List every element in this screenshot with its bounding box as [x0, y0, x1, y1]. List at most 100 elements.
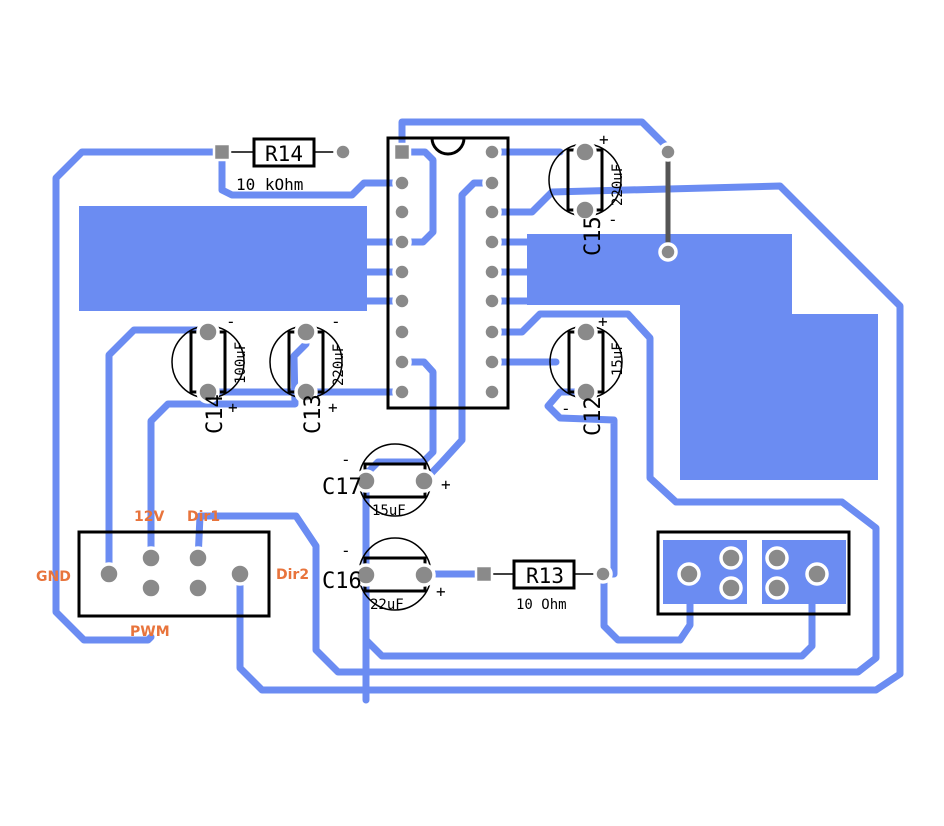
capacitor-pad [573, 140, 597, 164]
resistor-value-label: 10 Ohm [516, 597, 567, 613]
connector-label-pwm: PWM [130, 624, 170, 640]
connector-pin-pwm [139, 576, 163, 600]
jumper-pad [658, 242, 678, 262]
capacitor-pad [412, 469, 436, 493]
capacitor-minus: - [341, 541, 351, 560]
ic-socket [386, 136, 510, 410]
copper-pour-left [79, 206, 367, 311]
connector-pin [805, 562, 829, 586]
trace [544, 388, 618, 578]
capacitor-ref-label: C14 [203, 394, 228, 434]
capacitor-plus: + [599, 130, 609, 149]
ic-pin [482, 142, 502, 162]
connector-pin-dir1 [186, 546, 210, 570]
trace [194, 310, 880, 676]
capacitor-minus: - [561, 399, 571, 418]
trace [236, 182, 904, 694]
ic-pin [392, 262, 412, 282]
capacitor-c13: 220uF C13 - + [269, 312, 347, 434]
ic-pin [482, 352, 502, 372]
capacitor-value-label: 220uF [331, 344, 347, 386]
capacitor-c16: C16 22uF - + [322, 537, 446, 613]
capacitor-value-label: 22uF [370, 597, 404, 613]
connector-pin-12v [139, 546, 163, 570]
ic-pin-1 [392, 142, 412, 162]
connector-pin-dir2 [228, 562, 252, 586]
capacitor-c17: C17 15uF - + [322, 443, 451, 519]
connector-label-12v: 12V [134, 509, 164, 525]
ic-pin [392, 202, 412, 222]
resistor-pad [333, 142, 353, 162]
capacitor-pad [574, 320, 598, 344]
connector-header: GND 12V Dir1 Dir2 PWM [36, 509, 309, 640]
connector-pin [186, 576, 210, 600]
capacitor-value-label: 220uF [610, 164, 626, 206]
ic-pin [392, 352, 412, 372]
connector-outline [77, 530, 271, 618]
capacitor-c12: 15uF C12 + - [549, 312, 626, 436]
ic-pin [482, 382, 502, 402]
jumper-pad [658, 142, 678, 162]
capacitor-c15: 220uF C15 + - [548, 130, 626, 256]
trace [105, 326, 212, 578]
capacitor-value-label: 15uF [372, 503, 406, 519]
resistor-pad [593, 564, 613, 584]
ic-pin [392, 322, 412, 342]
capacitor-plus: + [441, 475, 451, 494]
capacitor-pad [294, 320, 318, 344]
capacitor-pad [412, 563, 436, 587]
capacitor-ref-label: C17 [322, 475, 362, 500]
resistor-ref-label: R14 [265, 142, 303, 166]
jumper [658, 142, 678, 262]
ic-pads [392, 142, 502, 402]
copper-traces [52, 118, 904, 704]
ic-pin [392, 173, 412, 193]
connector-pin [677, 562, 701, 586]
connector-pin-gnd [97, 562, 121, 586]
ic-pin [392, 232, 412, 252]
connector-pin [765, 576, 789, 600]
capacitor-pad [573, 198, 597, 222]
capacitor-minus: - [331, 312, 341, 331]
capacitor-ref-label: C15 [581, 216, 606, 256]
connector-label-dir2: Dir2 [276, 567, 309, 583]
trace [420, 179, 496, 485]
capacitor-minus: - [608, 210, 618, 229]
capacitor-minus: - [341, 450, 351, 469]
capacitor-plus: + [436, 582, 446, 601]
trace [52, 148, 226, 644]
capacitor-pad [196, 380, 220, 404]
ic-notch [430, 137, 466, 156]
resistor-r14: R14 10 kOhm [212, 137, 353, 194]
connector-label-gnd: GND [36, 569, 71, 585]
capacitor-pad [574, 380, 598, 404]
capacitor-ref-label: C12 [581, 396, 606, 436]
capacitor-minus: - [226, 312, 236, 331]
connector-pin [719, 546, 743, 570]
capacitor-pad [294, 380, 318, 404]
connector-pin [719, 576, 743, 600]
capacitor-pad [354, 563, 378, 587]
connector-pin [765, 546, 789, 570]
ic-pin [482, 173, 502, 193]
ic-pin [482, 232, 502, 252]
motor-connector [656, 530, 851, 616]
trace [600, 570, 694, 644]
ic-pin [392, 291, 412, 311]
ic-pin [482, 291, 502, 311]
ic-pin [482, 262, 502, 282]
ic-pin [482, 202, 502, 222]
resistor-pad-square [212, 142, 232, 162]
capacitor-plus: + [598, 312, 608, 331]
capacitor-ref-label: C16 [322, 569, 362, 594]
resistor-value-label: 10 kOhm [236, 175, 303, 194]
capacitor-plus: + [228, 398, 238, 417]
capacitor-ref-label: C13 [301, 394, 326, 434]
connector-label-dir1: Dir1 [187, 509, 220, 525]
resistor-body [512, 559, 576, 590]
resistor-body [252, 137, 316, 168]
capacitor-pad [196, 320, 220, 344]
connector-outline [656, 530, 851, 616]
capacitor-pad [354, 469, 378, 493]
